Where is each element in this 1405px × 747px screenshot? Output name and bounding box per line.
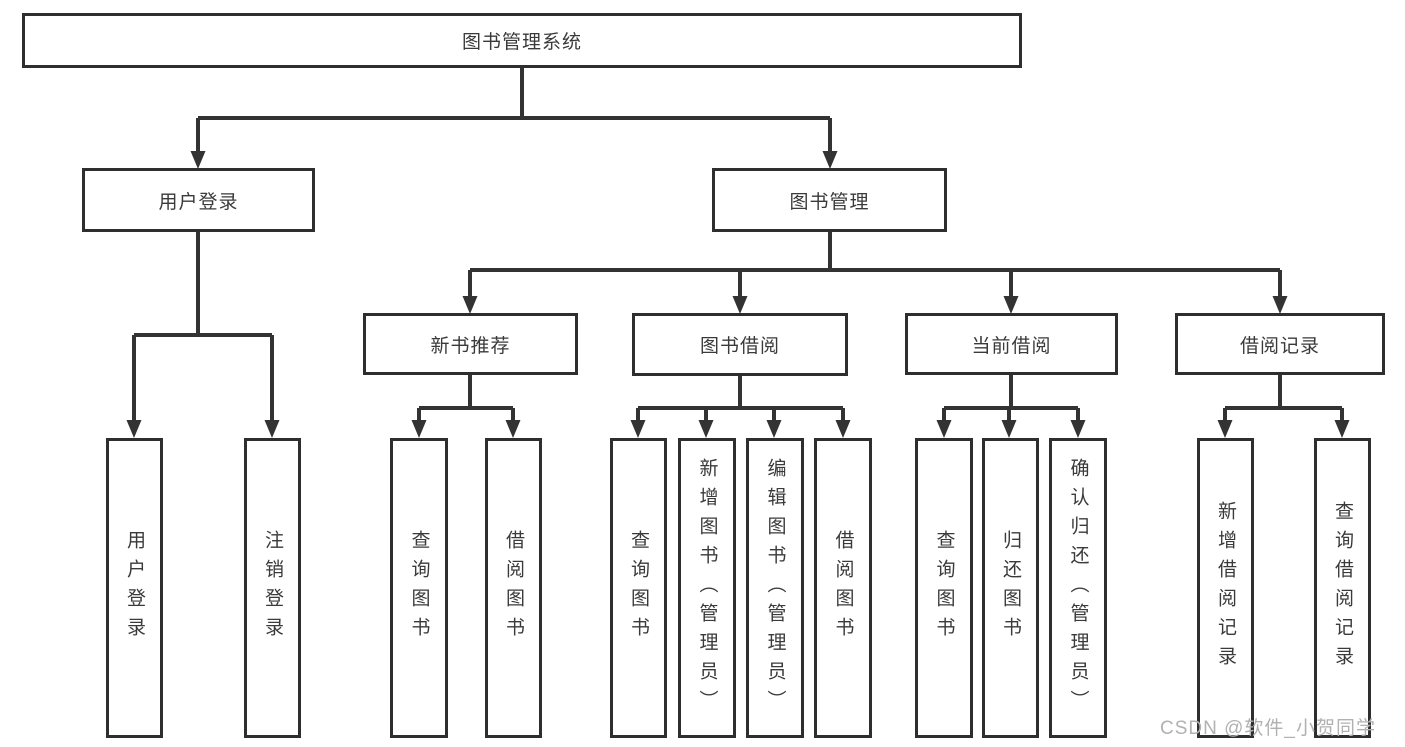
node-label: 用户登录	[158, 191, 239, 213]
connector-paths	[132, 68, 1344, 421]
node-label: 查询图书	[408, 530, 430, 646]
node-book-management: 图书管理	[712, 168, 947, 232]
node-label: 查询图书	[628, 530, 649, 646]
watermark: CSDN @软件_小贺同学	[1160, 718, 1376, 739]
node-leaf-confirm-return-admin: 确认归还（管理员）	[1049, 438, 1107, 738]
node-borrow-record: 借阅记录	[1175, 313, 1385, 375]
node-user-login: 用户登录	[82, 168, 315, 232]
node-leaf-query-books-recommend: 查询图书	[390, 438, 448, 738]
node-label: 新书推荐	[430, 335, 511, 357]
node-current-borrow: 当前借阅	[905, 313, 1118, 375]
node-root-system: 图书管理系统	[22, 13, 1022, 68]
node-leaf-add-books-admin: 新增图书（管理员）	[678, 438, 736, 738]
node-label: 借阅图书	[832, 530, 854, 646]
node-label: 图书借阅	[699, 336, 780, 357]
node-label: 编辑图书（管理员）	[764, 457, 786, 719]
node-label: 归还图书	[1000, 530, 1021, 646]
node-new-book-recommend: 新书推荐	[363, 313, 578, 375]
node-label: 查询图书	[933, 530, 955, 646]
node-label: 查询借阅记录	[1332, 501, 1353, 675]
node-label: 确认归还（管理员）	[1067, 457, 1089, 719]
node-book-borrow: 图书借阅	[632, 313, 848, 376]
node-label: 图书管理	[789, 191, 870, 213]
arrowheads	[126, 151, 1350, 438]
node-leaf-logout: 注销登录	[244, 438, 301, 738]
node-leaf-add-borrow-record: 新增借阅记录	[1197, 438, 1254, 738]
node-label: 图书管理系统	[461, 32, 582, 53]
node-leaf-return-books: 归还图书	[982, 438, 1039, 738]
node-label: 当前借阅	[971, 335, 1052, 357]
node-label: 注销登录	[262, 530, 283, 646]
node-label: 借阅记录	[1239, 335, 1320, 357]
node-label: 新增图书（管理员）	[696, 457, 718, 719]
node-label: 借阅图书	[503, 530, 524, 646]
node-leaf-query-books-current: 查询图书	[915, 438, 973, 738]
node-leaf-query-books-borrow: 查询图书	[610, 438, 667, 738]
node-leaf-borrow-books: 借阅图书	[814, 438, 872, 738]
node-leaf-edit-books-admin: 编辑图书（管理员）	[746, 438, 804, 738]
node-leaf-query-borrow-record: 查询借阅记录	[1314, 438, 1371, 738]
node-label: 用户登录	[124, 530, 145, 646]
node-leaf-borrow-books-recommend: 借阅图书	[485, 438, 542, 738]
node-label: 新增借阅记录	[1215, 501, 1236, 675]
node-leaf-user-login: 用户登录	[106, 438, 163, 738]
